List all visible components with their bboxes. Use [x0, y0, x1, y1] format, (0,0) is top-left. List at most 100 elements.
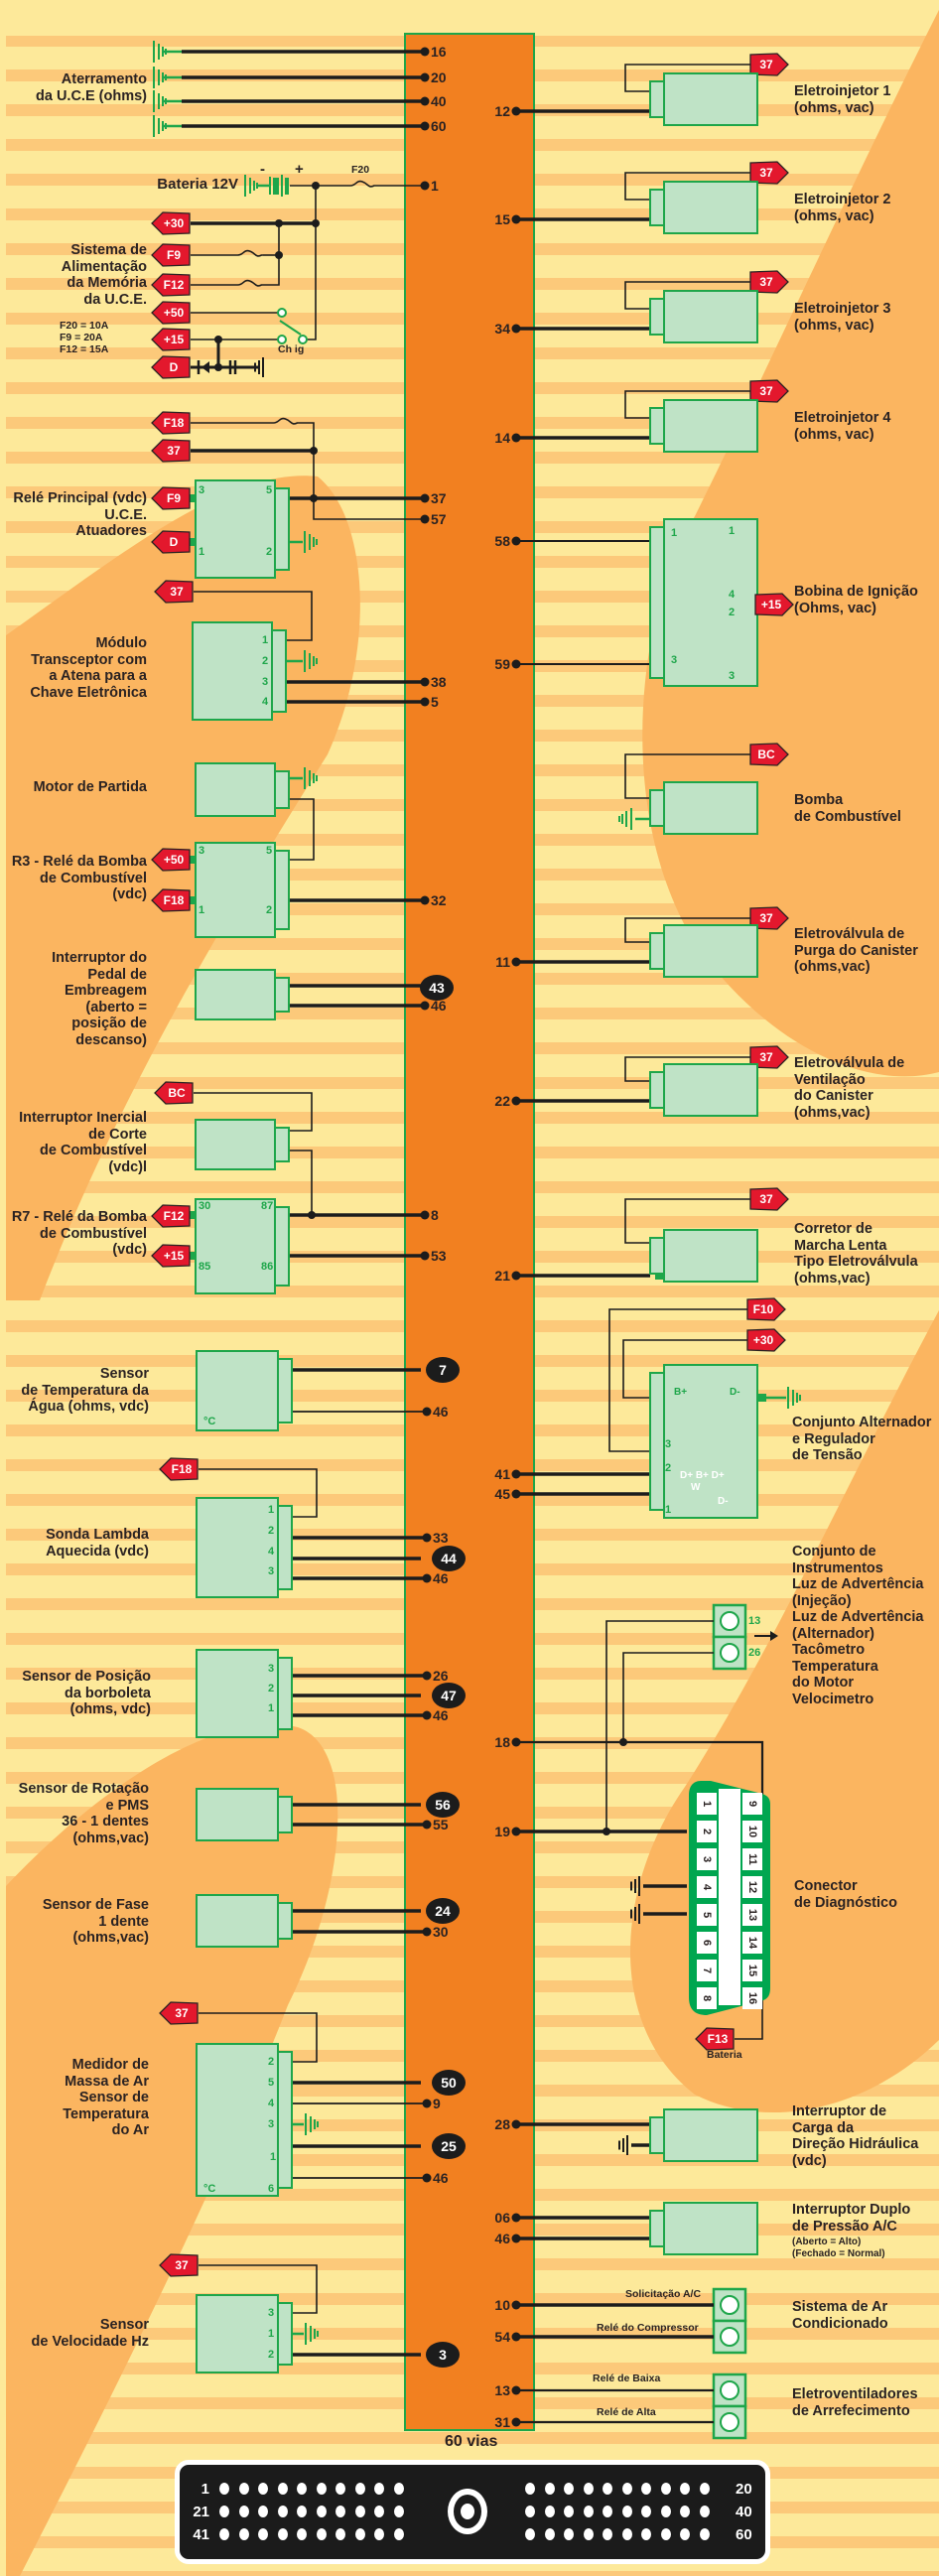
- ground-icon-d: [254, 357, 264, 377]
- connector-pin-28: [354, 2506, 365, 2517]
- ecu-pin-19: 19: [494, 1824, 510, 1839]
- connector-row-label-21: 21: [193, 2504, 209, 2520]
- wire-plus-30-alternador: [622, 1339, 748, 1399]
- tag-37-injetor-2: 37: [749, 161, 789, 185]
- tag-label: 37: [167, 444, 181, 458]
- wire-bc-bomba: [624, 753, 751, 799]
- ecu-pin-19-dot: [511, 1827, 521, 1836]
- tag-shape: [151, 301, 191, 325]
- label-direcao: Interruptor de Carga da Direção Hidráuli…: [792, 2103, 919, 2169]
- ecu-pin-13-dot: [511, 2385, 521, 2395]
- ecu-pin-38-dot: [420, 677, 430, 687]
- fuse-f12-icon: [236, 279, 263, 287]
- obd-pin-5: [697, 1904, 717, 1926]
- ecu-pin-32-dot: [420, 895, 430, 905]
- obd-pin-4: [697, 1876, 717, 1898]
- connector-pin-33: [564, 2506, 574, 2517]
- tag-label: 37: [759, 911, 773, 925]
- terminal-number: 2: [665, 1462, 672, 1474]
- tag-shape: [151, 273, 191, 297]
- obd-pin-8: [697, 1987, 717, 2009]
- alternator-terminal-label: B+: [674, 1387, 688, 1398]
- label-bomba: Bomba de Combustível: [794, 792, 901, 825]
- connector-pin-22: [238, 2506, 249, 2517]
- ecu-pin-46-pressao-dot: [511, 2234, 521, 2243]
- ground-icon-alternador: [787, 1387, 801, 1409]
- ecu-pin-5: 5: [431, 694, 439, 710]
- ecu-pin-53-dot: [420, 1251, 430, 1261]
- battery-icon: [269, 175, 289, 197]
- ecu-pin-46-borboleta: 46: [433, 1707, 449, 1723]
- connector-pin-53: [564, 2528, 574, 2540]
- obd-pin-10: [742, 1821, 762, 1842]
- ground-icon-rele-principal: [304, 531, 318, 553]
- alternator-terminal-label: D-: [718, 1496, 729, 1507]
- ecu-pin-46-pressao: 46: [494, 2231, 510, 2246]
- injector-1-component: [663, 72, 758, 126]
- ecu-pin-28-dot: [511, 2119, 521, 2129]
- tag-label: D: [169, 360, 179, 374]
- terminal: [187, 856, 195, 864]
- connector-pin-47: [335, 2528, 345, 2540]
- fuse-f20-label: F20: [351, 164, 370, 176]
- ecu-connector-60-pin: 1 21 41 20 40 60: [175, 2460, 770, 2564]
- label-rele-principal: Relé Principal (vdc) U.C.E. Atuadores: [13, 490, 147, 539]
- connector-pin-52: [544, 2528, 555, 2540]
- tag-37-transceptor: 37: [154, 580, 194, 604]
- transceptor-module-component: [192, 621, 273, 721]
- ac-pressure-switch-component: [663, 2202, 758, 2255]
- connector-pin-19: [680, 2483, 690, 2495]
- obd-pin-label: 13: [746, 1909, 758, 1921]
- ground-icon-velocidade: [305, 2323, 319, 2345]
- ecu-pin-20: 20: [431, 69, 447, 85]
- label-inercial: Interruptor Inercial de Corte de Combust…: [19, 1110, 147, 1175]
- ecu-pin-24: 24: [426, 1898, 460, 1924]
- connector-pin-57: [641, 2528, 651, 2540]
- connector-pin-54: [583, 2528, 594, 2540]
- terminal: [655, 1272, 663, 1280]
- connector-pin-4: [277, 2483, 288, 2495]
- tag-shape: [151, 411, 191, 435]
- terminal-number: 3: [268, 2307, 275, 2319]
- tag-shape: [746, 1328, 786, 1352]
- terminal-number: 4: [729, 589, 736, 601]
- ecu-pin-34: 34: [494, 321, 510, 337]
- label-pedal: Interruptor do Pedal de Embreagem (abert…: [52, 950, 147, 1048]
- junction-dot: [308, 1211, 316, 1219]
- ecu-pin-46: 46: [433, 1404, 449, 1420]
- celsius-unit-maf: °C: [203, 2183, 216, 2195]
- tag-37-massa-ar: 37: [159, 2001, 199, 2025]
- terminal-number: 1: [671, 527, 678, 539]
- ecu-pin-37: 37: [431, 490, 447, 506]
- ecu-pin-21: 21: [494, 1268, 510, 1284]
- tag-shape: [151, 328, 191, 351]
- label-lambda: Sonda Lambda Aquecida (vdc): [46, 1527, 149, 1559]
- tag-label: 37: [759, 275, 773, 289]
- ground-icon-motor-partida: [304, 767, 318, 789]
- connector-pin-30: [393, 2506, 404, 2517]
- label-borboleta: Sensor de Posição da borboleta (ohms, vd…: [22, 1669, 151, 1717]
- ecu-pin-8-dot: [420, 1210, 430, 1220]
- terminal-number: 1: [199, 904, 205, 916]
- ground-icon-maf: [305, 2113, 319, 2135]
- ecu-pin-56: 56: [426, 1792, 460, 1818]
- alternator-terminal-label: D+ B+ D+: [680, 1470, 725, 1481]
- connector-pin-26: [316, 2506, 327, 2517]
- tag-label: 37: [170, 585, 184, 599]
- terminal-number: 2: [266, 904, 273, 916]
- label-injetor-3: Eletroinjetor 3 (ohms, vac): [794, 301, 891, 334]
- ground-icon-obd-5: [630, 1904, 640, 1924]
- tag-f18-r3: F18: [151, 888, 191, 912]
- obd-pin-label: 9: [746, 1801, 758, 1807]
- tag-label: F9: [166, 491, 181, 505]
- connector-pin-18: [660, 2483, 671, 2495]
- tag-label: +15: [760, 598, 782, 611]
- tag-plus-15: +15: [151, 328, 191, 351]
- terminal-number: 3: [268, 2118, 275, 2130]
- ecu-pin-58: 58: [494, 533, 510, 549]
- wire-label-rele-baixa: Relé de Baixa: [593, 2373, 661, 2384]
- ecu-pin-57: 57: [431, 511, 447, 527]
- wire-instrumentos-26: [622, 1652, 714, 1742]
- label-transceptor: Módulo Transceptor com a Atena para a Ch…: [30, 635, 147, 701]
